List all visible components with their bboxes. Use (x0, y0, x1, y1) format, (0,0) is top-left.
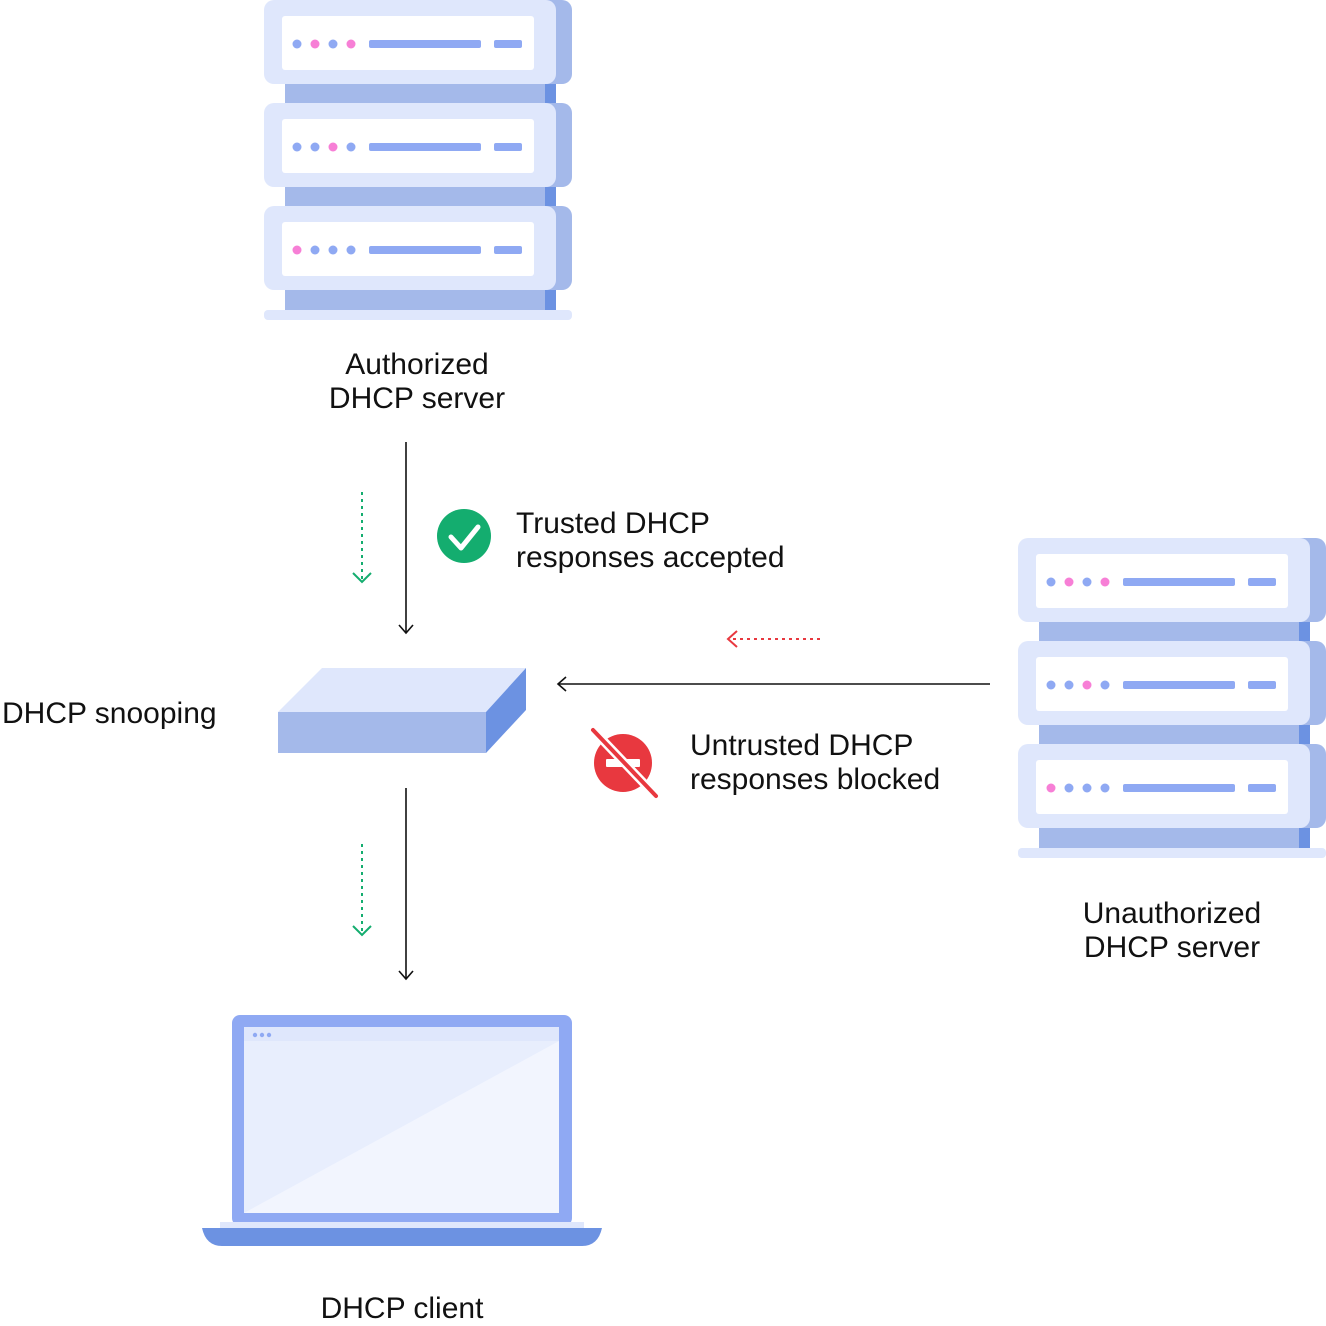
untrusted-responses-line2: responses blocked (690, 763, 941, 796)
unauthorized-server-label-line2: DHCP server (1083, 931, 1261, 964)
arrow-server-to-switch (398, 442, 414, 635)
accepted-flow-arrow-bottom (352, 844, 372, 937)
blocked-flow-arrow (726, 630, 820, 648)
laptop-icon (202, 1015, 602, 1246)
untrusted-responses-line1: Untrusted DHCP (690, 729, 914, 762)
check-circle-icon (437, 509, 491, 563)
authorized-server-icon (264, 0, 572, 320)
arrow-rogue-to-switch (556, 676, 990, 692)
dhcp-client-label: DHCP client (320, 1292, 484, 1325)
trusted-responses-label: Trusted DHCP responses accepted (516, 507, 785, 575)
trusted-responses-line1: Trusted DHCP (516, 507, 710, 540)
trusted-responses-line2: responses accepted (516, 541, 785, 574)
unauthorized-server-icon (1018, 538, 1326, 858)
accepted-flow-arrow-top (352, 492, 372, 584)
blocked-icon (591, 728, 659, 799)
authorized-server-label-line1: Authorized (345, 348, 489, 381)
authorized-server-label: Authorized DHCP server (290, 348, 544, 416)
arrow-switch-to-client (398, 788, 414, 981)
untrusted-responses-label: Untrusted DHCP responses blocked (690, 729, 940, 797)
dhcp-snooping-label: DHCP snooping (2, 697, 217, 730)
authorized-server-label-line2: DHCP server (328, 382, 506, 415)
unauthorized-server-label: Unauthorized DHCP server (1036, 897, 1308, 965)
unauthorized-server-label-line1: Unauthorized (1082, 897, 1262, 930)
network-switch-icon (278, 668, 526, 753)
